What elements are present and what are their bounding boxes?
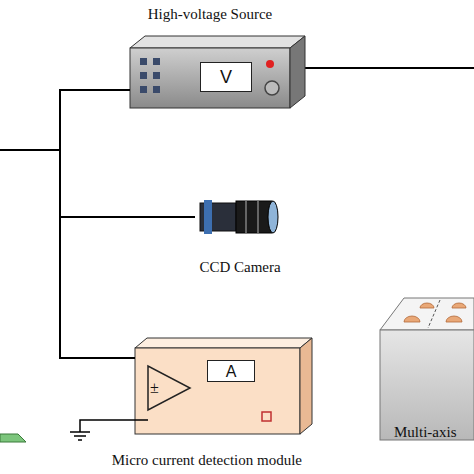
device-front <box>130 48 290 108</box>
opamp: ± <box>147 365 187 411</box>
node-label: V <box>220 69 232 86</box>
module-top <box>135 338 312 348</box>
stage-front <box>380 330 474 440</box>
partial-object <box>0 434 26 442</box>
multi-axis-stage: Multi-axis <box>380 296 474 442</box>
lens-ring <box>245 201 247 233</box>
ground-symbol <box>70 432 90 440</box>
node-label: CCD Camera <box>199 259 280 276</box>
lens-glass <box>268 201 278 233</box>
lens-ring <box>257 201 259 233</box>
node-label: Multi-axis <box>394 424 457 441</box>
node-label: A <box>226 363 237 380</box>
ccd-camera: CCD Camera <box>195 195 285 277</box>
stage-top <box>380 298 474 330</box>
buttons <box>140 58 160 93</box>
knob <box>265 81 279 95</box>
wire <box>0 149 60 151</box>
camera-lens <box>236 201 272 233</box>
ground-wire <box>80 420 148 432</box>
module-front <box>135 348 300 434</box>
camera-plate <box>204 200 212 234</box>
current-module: Micro current detection module±A <box>135 348 300 434</box>
voltage-source: High-voltage SourceV <box>130 2 290 108</box>
module-side <box>300 338 312 434</box>
voltage-display: V <box>200 62 252 92</box>
node-label: ± <box>150 379 159 396</box>
node-label: High-voltage Source <box>148 6 273 23</box>
device-top <box>130 36 305 48</box>
sample-domes <box>404 303 466 322</box>
current-display: A <box>207 360 255 382</box>
node-label: Micro current detection module <box>112 452 302 469</box>
wire <box>305 67 474 69</box>
wire-connector <box>60 90 135 358</box>
device-side <box>290 36 305 108</box>
indicator-led <box>266 60 274 68</box>
small-switch <box>262 412 271 421</box>
opamp-symbol <box>148 366 190 410</box>
wire-connector <box>60 90 195 217</box>
